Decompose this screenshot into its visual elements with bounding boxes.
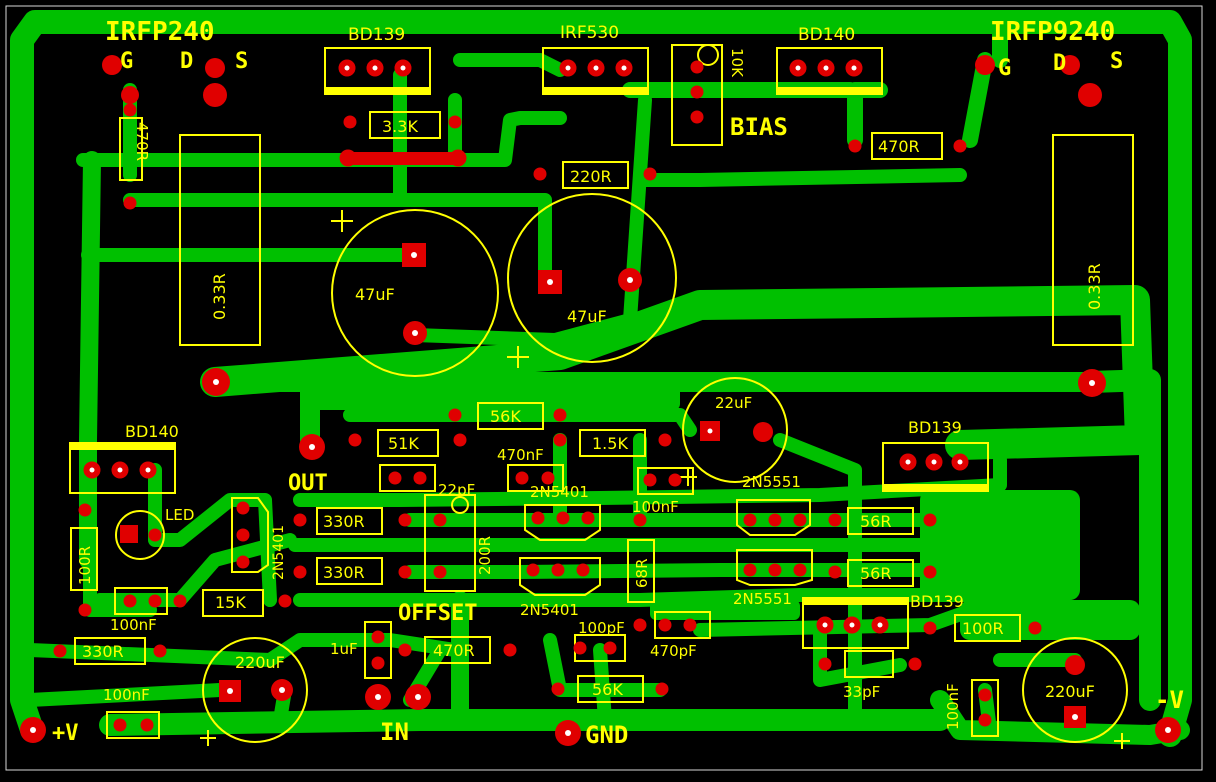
q-2n5401-bottom-label: 2N5401 — [520, 601, 579, 619]
bd140-top-label: BD140 — [798, 25, 855, 45]
in-label: IN — [380, 718, 409, 746]
c-22uf-outline — [682, 377, 788, 483]
pin-g-right-label: G — [998, 56, 1011, 81]
pin-s-right-label: S — [1110, 49, 1123, 74]
led-label: LED — [165, 506, 194, 524]
irf530-label: IRF530 — [560, 23, 619, 43]
offset-label: OFFSET — [398, 601, 477, 626]
c-100n-mid-value: 100nF — [632, 498, 679, 516]
r-56-b-value: 56R — [860, 564, 891, 583]
bd140-left-label: BD140 — [125, 422, 179, 441]
vminus-label: -V — [1155, 686, 1184, 714]
q-2n5401-top-label: 2N5401 — [530, 483, 589, 501]
irfp9240-label: IRFP9240 — [990, 17, 1115, 47]
r-51k-value: 51K — [388, 434, 419, 453]
r-330-a-value: 330R — [323, 512, 365, 531]
gnd-label: GND — [585, 721, 628, 749]
r-033-left-value: 0.33R — [210, 273, 229, 320]
c-1u-value: 1uF — [330, 640, 358, 658]
r-470-right-value: 470R — [878, 137, 920, 156]
r-56k-bottom-value: 56K — [592, 680, 623, 699]
r-470-bottom-value: 470R — [433, 641, 475, 660]
c-47uf-right-outline — [507, 193, 677, 363]
r-56-a-value: 56R — [860, 512, 891, 531]
silkscreen — [69, 44, 1134, 743]
c-47uf-left-outline — [331, 209, 499, 377]
bias-label: BIAS — [730, 113, 788, 141]
c-100n-right-value: 100nF — [944, 683, 962, 730]
r-1k5-value: 1.5K — [592, 434, 628, 453]
c-47-left-value: 47uF — [355, 285, 395, 304]
r-15k-value: 15K — [215, 593, 246, 612]
pin-d-right-label: D — [1053, 51, 1066, 76]
labels: IRFP240 IRFP9240 G D S G D S BD139 IRF53… — [52, 17, 1184, 749]
jumper-bar — [345, 152, 460, 165]
r-033-right-outline — [1052, 134, 1134, 346]
copper-fills — [300, 380, 1140, 640]
out-label: OUT — [288, 471, 328, 496]
q-2n5551-bottom-label: 2N5551 — [733, 590, 792, 608]
pads — [20, 55, 1181, 746]
c-220uf-left-outline — [202, 637, 308, 743]
q-2n5551-top-label: 2N5551 — [742, 473, 801, 491]
bd139-right-label: BD139 — [908, 418, 962, 437]
r-033-right-value: 0.33R — [1085, 263, 1104, 310]
r-330-bottom-value: 330R — [82, 642, 124, 661]
r-100-left-value: 100R — [76, 546, 94, 585]
r-200-value: 200R — [476, 536, 494, 575]
vplus-label: +V — [52, 721, 79, 746]
r-470-left-value: 470R — [133, 122, 151, 161]
c-220u-left-value: 220uF — [235, 653, 285, 672]
r-68-value: 68R — [633, 558, 651, 588]
c-22u-value: 22uF — [715, 394, 752, 412]
led-outline — [115, 510, 165, 560]
bias-pot-outline — [671, 44, 723, 146]
pin-s-left-label: S — [235, 49, 248, 74]
c-100n-bottom-value: 100nF — [103, 686, 150, 704]
polarity-marks — [200, 210, 1130, 749]
c-100p-value: 100pF — [578, 619, 625, 637]
r-330-b-value: 330R — [323, 563, 365, 582]
pin-d-left-label: D — [180, 49, 193, 74]
bd139-top-label: BD139 — [348, 25, 405, 45]
r-220-value: 220R — [570, 167, 612, 186]
r-100-right-value: 100R — [962, 619, 1004, 638]
c-470p-value: 470pF — [650, 642, 697, 660]
r-56k-top-value: 56K — [490, 407, 521, 426]
c-100n-left-value: 100nF — [110, 616, 157, 634]
c-47-right-value: 47uF — [567, 307, 607, 326]
c-220uf-right-outline — [1022, 637, 1128, 743]
c-22p-value: 22pF — [438, 481, 475, 499]
r-3k3-value: 3.3K — [382, 117, 418, 136]
c-33p-value: 33pF — [843, 683, 880, 701]
irfp240-label: IRFP240 — [105, 17, 215, 47]
c-220u-right-value: 220uF — [1045, 682, 1095, 701]
r-033-left-outline — [179, 134, 261, 346]
board-outline — [5, 5, 1203, 771]
q-2n5401-left-label: 2N5401 — [271, 525, 287, 580]
bd139-bottom-label: BD139 — [910, 592, 964, 611]
bias-pot-value: 10K — [728, 48, 746, 78]
pin-g-left-label: G — [120, 49, 133, 74]
c-470n-value: 470nF — [497, 446, 544, 464]
